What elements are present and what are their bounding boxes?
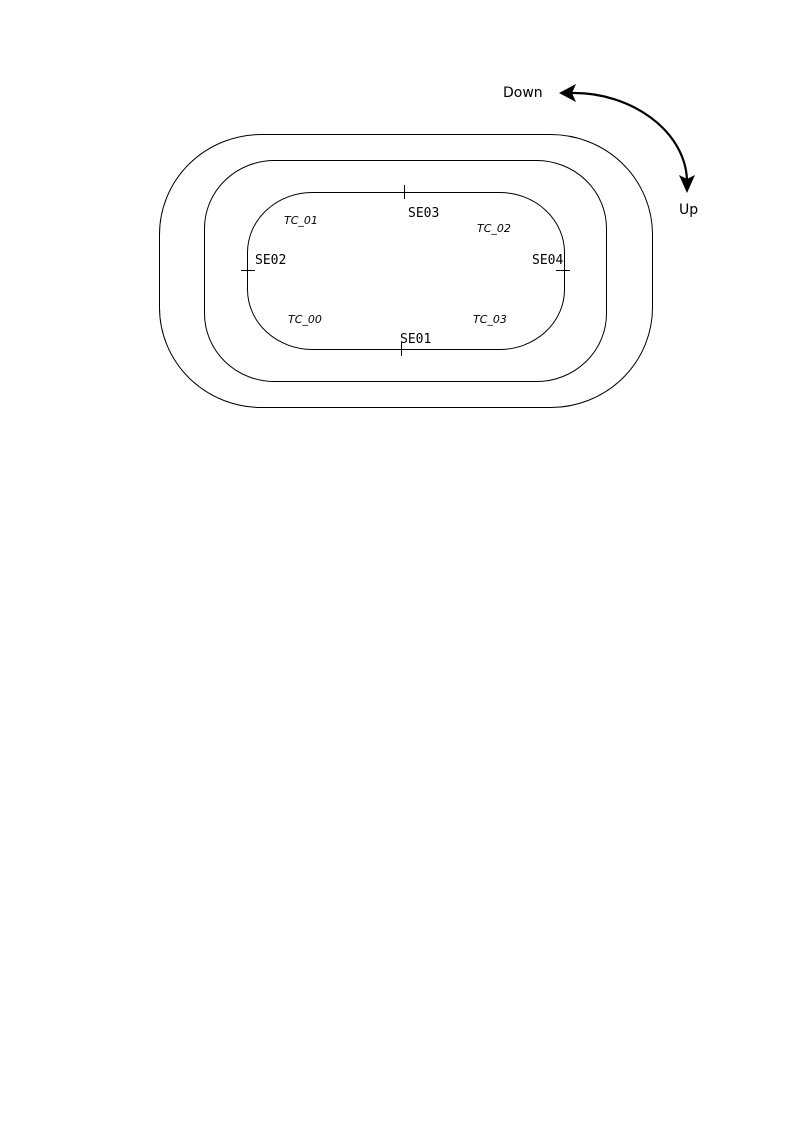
up-arrowhead-icon [679, 175, 695, 193]
section-label-tc00: TC_00 [288, 313, 322, 326]
sensor-label-se04: SE04 [532, 253, 563, 268]
sensor-label-se01: SE01 [400, 332, 431, 347]
section-label-tc01: TC_01 [284, 214, 318, 227]
sensor-label-se02: SE02 [255, 253, 286, 268]
section-label-tc02: TC_02 [477, 222, 511, 235]
sensor-label-se03: SE03 [408, 206, 439, 221]
outer-track [159, 134, 653, 408]
direction-label-down: Down [503, 85, 543, 101]
section-label-tc03: TC_03 [473, 313, 507, 326]
middle-track [204, 160, 607, 382]
direction-label-up: Up [679, 202, 698, 218]
down-arrowhead-icon [559, 84, 576, 102]
direction-arrow [571, 91, 689, 181]
